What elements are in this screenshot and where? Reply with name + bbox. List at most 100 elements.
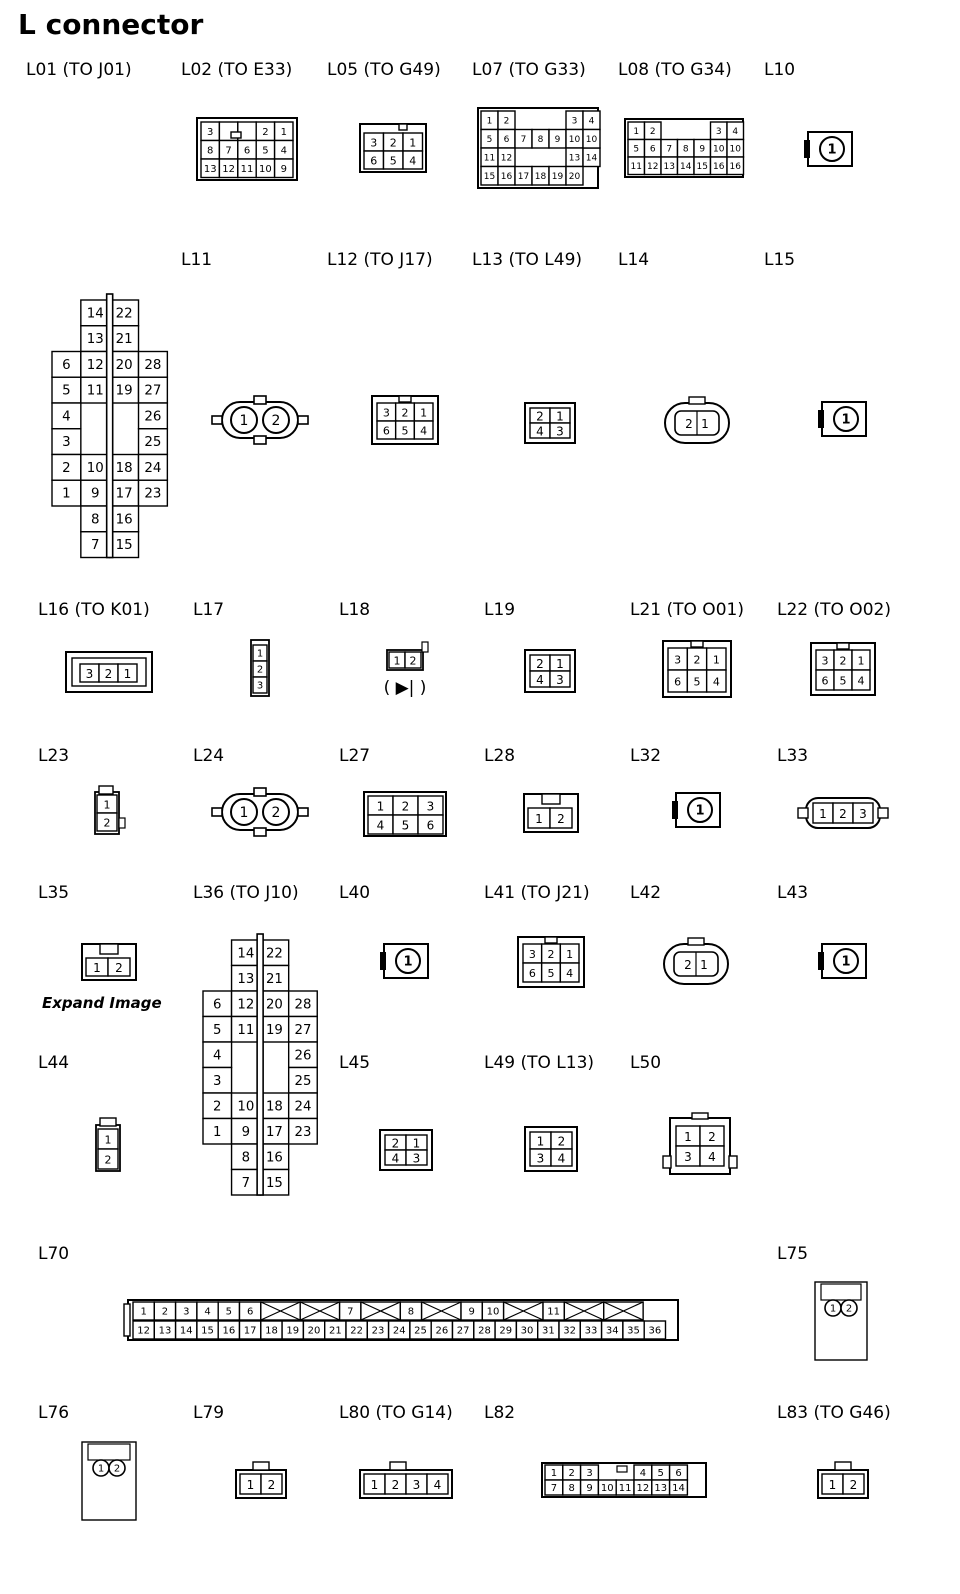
pin-number: 28 (144, 358, 161, 373)
pin-number: 18 (265, 1326, 278, 1337)
pin-number: 13 (664, 162, 675, 172)
pin-number: 2 (548, 948, 555, 961)
pin-number: 8 (683, 144, 689, 154)
outline (80, 299, 111, 327)
pin-circle (395, 948, 421, 974)
pin-number: 16 (116, 512, 133, 527)
pin-number: 6 (244, 145, 250, 156)
pin-number: 3 (427, 800, 435, 814)
pin-number: 11 (241, 164, 254, 175)
connector-L15: 1 (818, 401, 867, 437)
pin-number: 4 (409, 155, 416, 168)
label-L27: L27 (339, 746, 371, 766)
outline (137, 350, 169, 378)
pin-number: 2 (558, 1135, 566, 1149)
outline (273, 158, 294, 179)
pin-number: 2 (105, 1154, 112, 1167)
outline (297, 415, 309, 425)
pin-circle (833, 948, 859, 974)
connector-L32: 1 (672, 792, 721, 828)
pin-number: 4 (536, 425, 544, 439)
outline (544, 936, 558, 944)
outline (253, 787, 267, 797)
pin-number: 12 (637, 1483, 650, 1494)
pin-number: 9 (555, 135, 561, 145)
outline (253, 827, 267, 837)
pin-circle (840, 1299, 858, 1317)
pin-number: 25 (414, 1326, 427, 1337)
pin-number: 2 (536, 410, 544, 424)
pin-circle (262, 406, 290, 434)
pin-number: 2 (390, 137, 397, 150)
pin-number: 32 (563, 1326, 576, 1337)
outline (107, 957, 131, 977)
label-L36: L36 (TO J10) (193, 883, 299, 903)
pin-number: 2 (268, 1478, 276, 1492)
pin-number: 2 (104, 817, 111, 830)
pin-number: 3 (586, 1468, 592, 1479)
pin-number: 2 (650, 127, 656, 137)
pin-circle (108, 1459, 126, 1477)
pin-number: 9 (586, 1483, 592, 1494)
label-L82: L82 (484, 1403, 516, 1423)
notch (820, 1283, 862, 1301)
outline (211, 415, 223, 425)
pin-number: 13 (654, 1483, 667, 1494)
outline (690, 640, 704, 648)
pin-number: 15 (697, 162, 708, 172)
pin-number: 1 (858, 655, 865, 668)
pin-number: 26 (295, 1048, 312, 1063)
outline (80, 531, 111, 559)
connector-L43: 1 (818, 943, 867, 979)
pin-number: 2 (708, 1130, 716, 1144)
pin-number: 11 (631, 162, 642, 172)
pin-number: 2 (410, 655, 417, 668)
latch (380, 952, 386, 970)
outline (287, 1015, 318, 1043)
connector-L40: 1 (380, 943, 429, 979)
latch (728, 1155, 738, 1169)
pin-number: 29 (499, 1326, 512, 1337)
outline (260, 1473, 283, 1495)
pin-number: 2 (685, 417, 693, 431)
pin-number: 15 (201, 1326, 214, 1337)
outline (405, 1149, 428, 1166)
pin-number: 1 (247, 1478, 255, 1492)
pin-number: 34 (606, 1326, 619, 1337)
pin-number: 18 (535, 172, 547, 182)
pin-number: 6 (213, 997, 221, 1012)
pin-number: 17 (244, 1326, 257, 1337)
label-L45: L45 (339, 1053, 371, 1073)
pin-number: 12 (647, 162, 658, 172)
outline (402, 150, 424, 170)
outline (202, 1066, 233, 1094)
pin-number: 14 (586, 153, 598, 163)
pin-number: 1 (403, 955, 412, 970)
label-L18: L18 (339, 600, 371, 620)
pin-number: 1 (240, 413, 249, 429)
label-L12: L12 (TO J17) (327, 250, 433, 270)
pin-number: 20 (308, 1326, 321, 1337)
pin-number: 3 (822, 655, 829, 668)
pin-number: 1 (830, 1304, 836, 1315)
pin-number: 9 (242, 1125, 250, 1140)
latch (818, 410, 824, 428)
outline (842, 1473, 865, 1495)
pin-number: 2 (272, 413, 281, 429)
outline (404, 651, 422, 669)
outline (549, 422, 571, 439)
pin-number: 16 (222, 1326, 235, 1337)
expand-image-link[interactable]: Expand Image (42, 994, 162, 1012)
pin-number: 2 (684, 958, 692, 972)
outline (413, 420, 434, 440)
pin-number: 5 (390, 155, 397, 168)
pin-number: 1 (413, 1137, 421, 1151)
label-L75: L75 (777, 1244, 809, 1264)
outline (80, 376, 111, 404)
pin-number: 16 (713, 162, 725, 172)
blank-cross (260, 1301, 301, 1321)
